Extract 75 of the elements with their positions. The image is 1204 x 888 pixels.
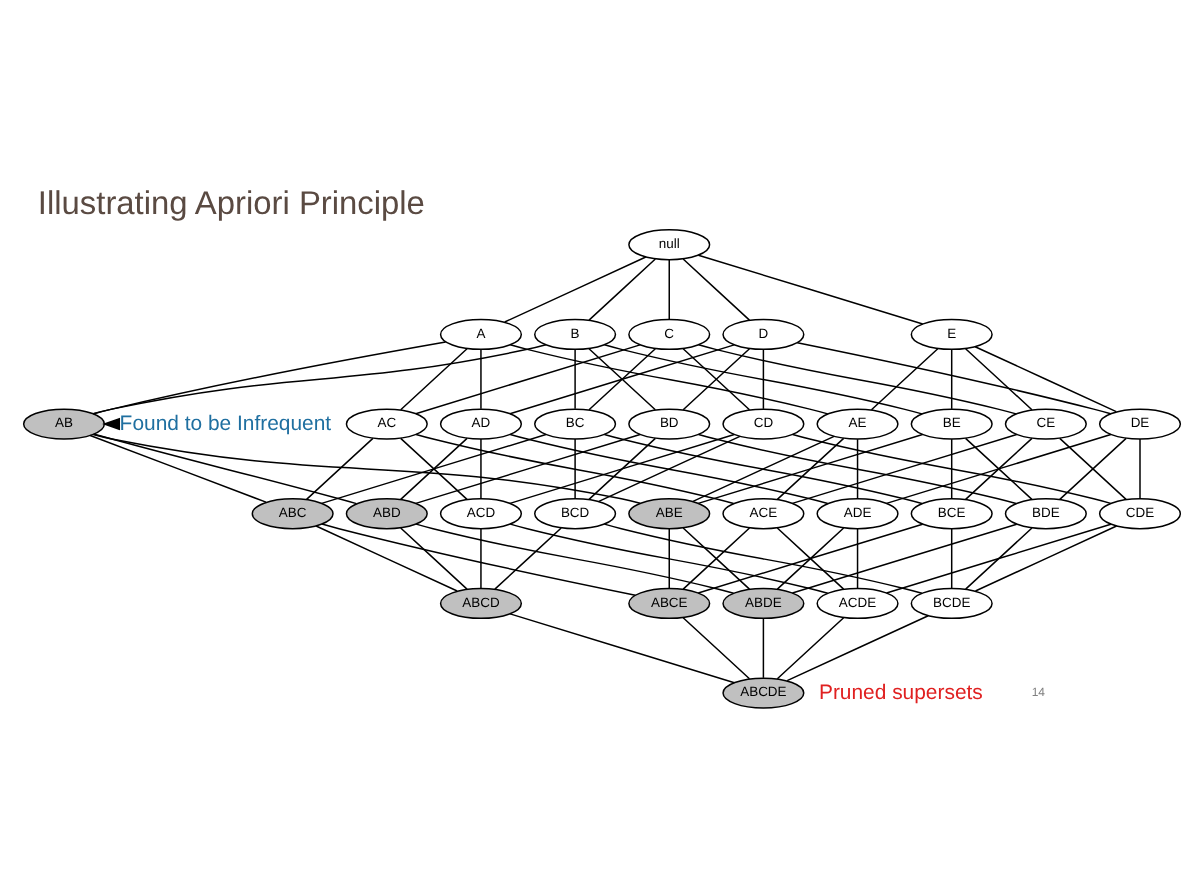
connector <box>964 526 1033 589</box>
connector <box>796 340 1112 414</box>
connector <box>776 526 845 589</box>
node-text: Found to be Infrequent <box>119 412 332 435</box>
connector <box>603 522 923 593</box>
connector <box>870 346 939 410</box>
connector <box>786 613 929 681</box>
connector <box>791 522 1018 593</box>
connector <box>950 347 953 409</box>
connector <box>697 343 1017 414</box>
connector <box>791 432 1112 504</box>
connector <box>509 343 735 414</box>
connector <box>503 255 647 322</box>
connector <box>856 527 859 588</box>
connector <box>574 347 576 409</box>
connector <box>93 432 358 504</box>
connector <box>415 522 735 593</box>
connector <box>950 437 953 499</box>
connector <box>974 344 1117 412</box>
connector <box>415 432 641 504</box>
connector <box>697 432 1017 504</box>
connector <box>1139 437 1141 499</box>
connector <box>509 432 829 504</box>
connector <box>682 526 751 589</box>
connector <box>93 340 447 414</box>
connector <box>964 346 1033 410</box>
connector <box>509 343 829 414</box>
connector <box>92 432 641 503</box>
diagram-title: Illustrating Apriori Principle <box>37 185 425 222</box>
connector <box>494 526 562 589</box>
connector <box>692 434 835 502</box>
connector <box>509 612 736 683</box>
connector <box>315 524 458 591</box>
connector <box>964 436 1033 500</box>
connector <box>415 343 641 414</box>
connector <box>950 527 953 588</box>
connector <box>603 343 923 414</box>
connector <box>1059 436 1127 500</box>
connector <box>682 615 751 679</box>
connector <box>791 432 1018 504</box>
connector <box>762 616 765 678</box>
connector <box>305 436 374 500</box>
connector <box>480 527 482 588</box>
connector <box>509 522 829 593</box>
connector <box>697 522 924 593</box>
connector <box>856 437 859 499</box>
connector <box>415 432 735 504</box>
connector <box>321 522 637 595</box>
label: Pruned supersets <box>818 681 983 704</box>
connector <box>320 432 547 504</box>
connector <box>974 524 1118 591</box>
connector <box>603 432 923 504</box>
connector <box>588 257 657 320</box>
connector <box>588 436 657 500</box>
connector <box>668 258 670 319</box>
connector <box>762 347 765 409</box>
connector <box>509 432 735 504</box>
connector <box>399 526 468 589</box>
connector <box>400 346 468 410</box>
connector <box>885 432 1112 504</box>
connector <box>92 343 547 414</box>
connector <box>697 253 924 324</box>
connector <box>598 434 741 502</box>
connector <box>697 432 924 504</box>
connector <box>682 257 751 320</box>
connector <box>89 433 267 502</box>
connector <box>885 522 1112 593</box>
connector <box>480 437 482 499</box>
connector <box>588 346 657 410</box>
connector <box>776 436 845 500</box>
connector <box>480 347 482 409</box>
connector <box>668 527 670 588</box>
connector <box>682 346 751 410</box>
connector <box>574 437 576 499</box>
connector <box>776 615 845 679</box>
